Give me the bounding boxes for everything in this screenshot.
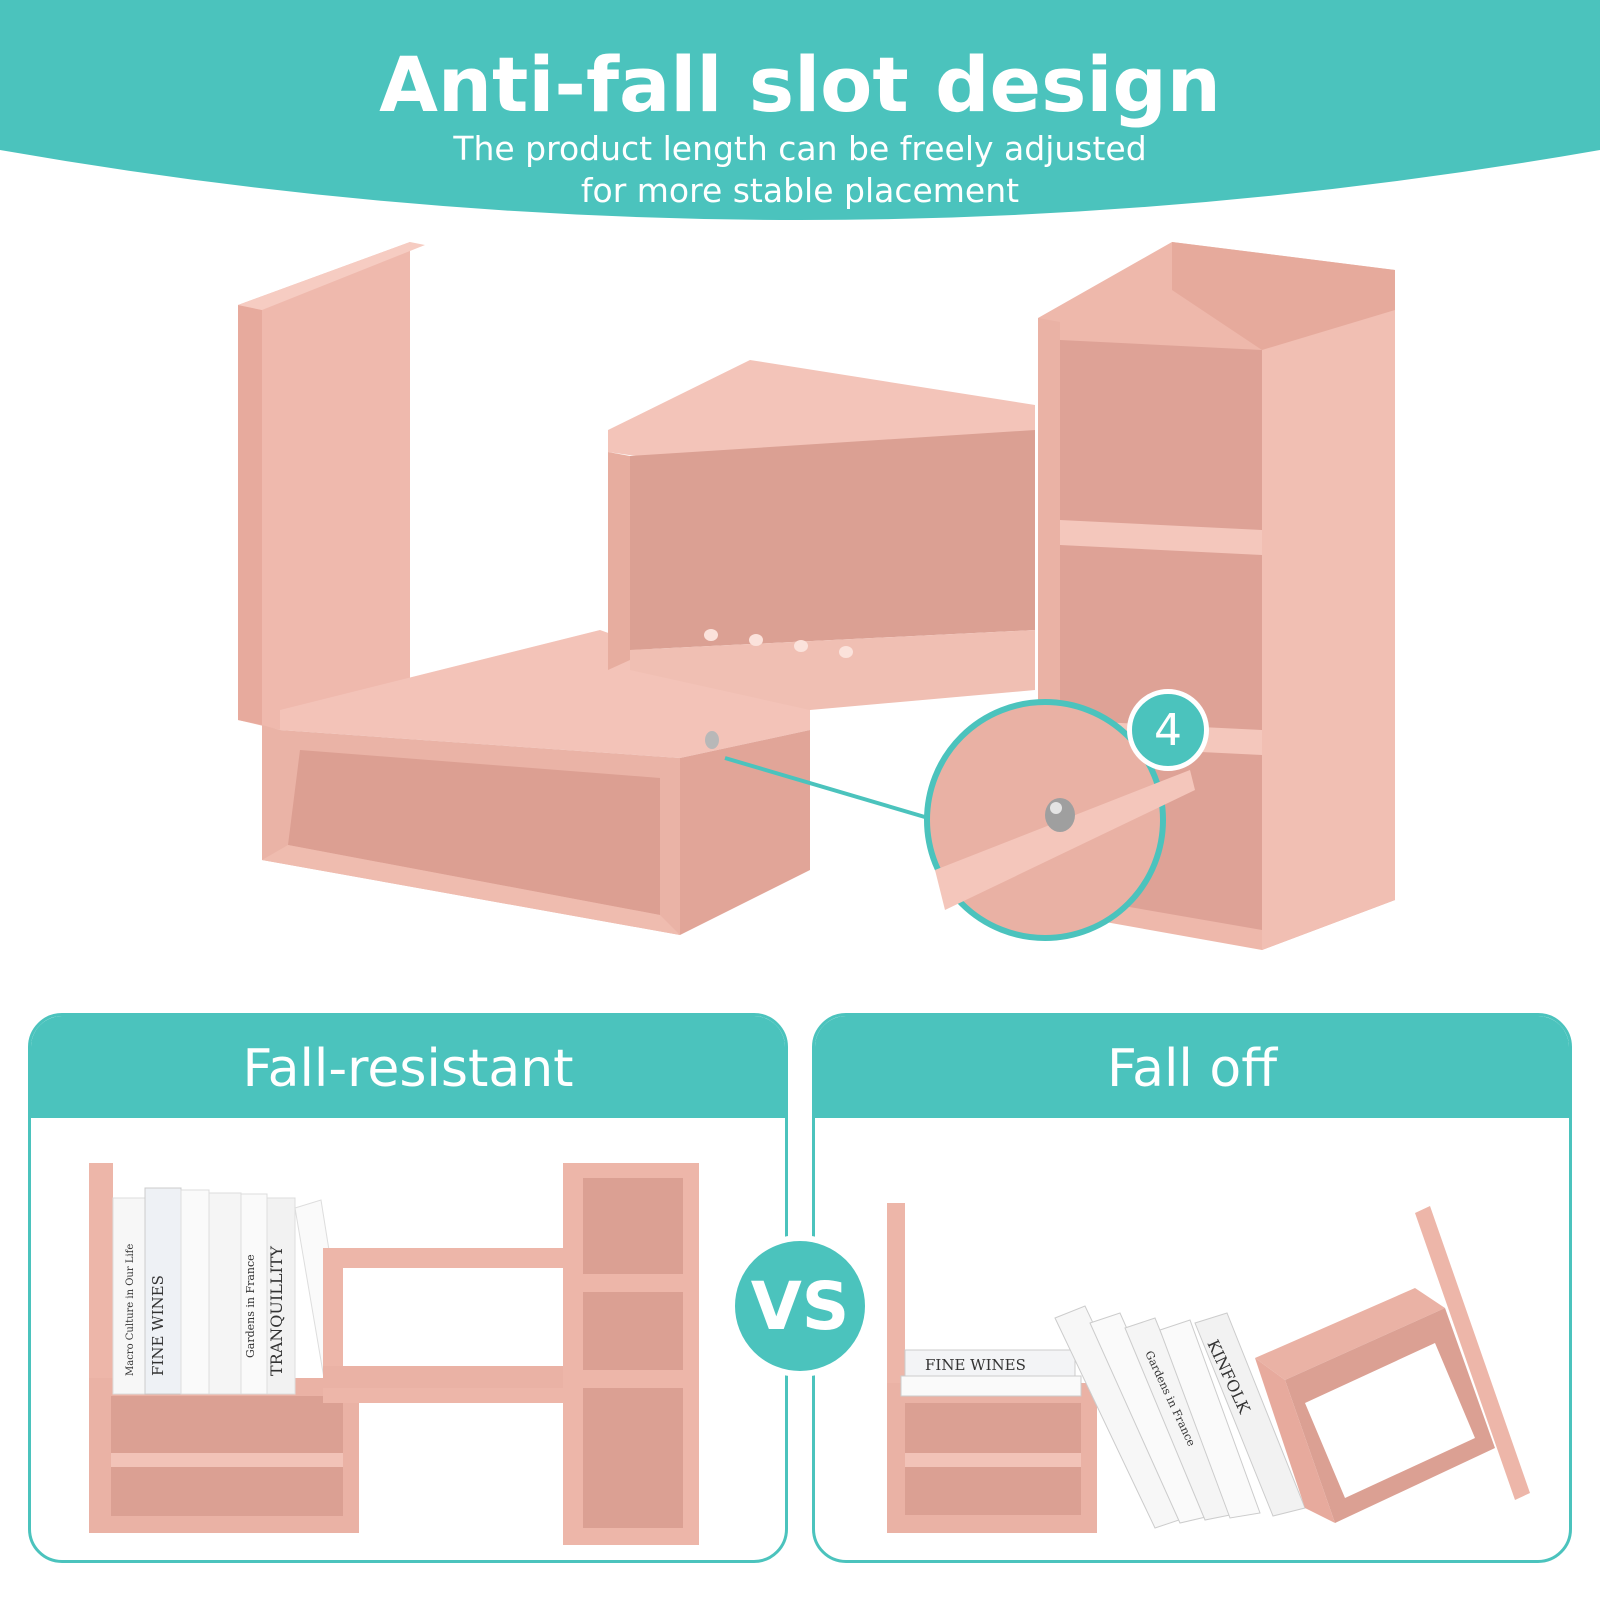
- subtitle-line-2: for more stable placement: [580, 171, 1020, 210]
- panel-fall-resistant: Fall-resistant FINE WINES Macro Culture …: [28, 1013, 788, 1563]
- panel-title-fall-off: Fall off: [1106, 1039, 1278, 1099]
- panel-image-fall-off: FINE WINES KINFOLK Gardens in France: [815, 1118, 1569, 1560]
- panel-header-fall-resistant: [31, 1016, 785, 1118]
- book-spine-tranquility: TRANQUILLITY: [267, 1246, 286, 1376]
- panel-fall-off: Fall off FINE WINES KINFOLK Gardens in F…: [812, 1013, 1572, 1563]
- panel-title-fall-resistant: Fall-resistant: [242, 1039, 574, 1099]
- panel-header-fall-off: [815, 1016, 1569, 1118]
- panel-image-fall-resistant: FINE WINES Macro Culture in Our Life Gar…: [31, 1118, 785, 1560]
- subtitle-line-1: The product length can be freely adjuste…: [453, 129, 1147, 168]
- stable-shelf-illustration: FINE WINES Macro Culture in Our Life Gar…: [89, 1163, 699, 1545]
- book-spine-fine-wines: FINE WINES: [149, 1275, 167, 1376]
- book-spine-gardens: Gardens in France: [244, 1254, 257, 1358]
- header-banner: [0, 0, 1600, 220]
- fallen-book-fine-wines: FINE WINES: [925, 1356, 1026, 1374]
- page-title: Anti-fall slot design: [379, 40, 1221, 129]
- shelf-illustration: [238, 242, 1395, 950]
- vs-badge: VS: [729, 1235, 871, 1377]
- fallen-shelf-illustration: FINE WINES KINFOLK Gardens in France: [887, 1203, 1530, 1533]
- book-spine-macro: Macro Culture in Our Life: [125, 1244, 136, 1376]
- peg-count-badge: 4: [1127, 689, 1209, 771]
